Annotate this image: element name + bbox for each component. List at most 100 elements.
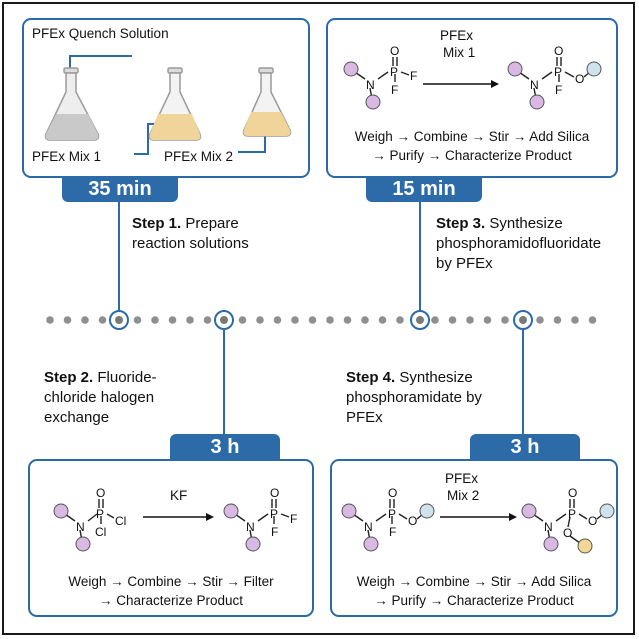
workflow-panel2-line2: → Purify → Characterize Product [372, 148, 572, 163]
atom-O-6c: O [563, 526, 572, 540]
label-pfex-mix-2: PFEx Mix 2 [164, 149, 234, 164]
timeline-dot [168, 316, 177, 324]
flask-mix1-icon [148, 67, 202, 141]
timeline-dot [81, 316, 89, 324]
step2-desc-b: chloride halogen [44, 389, 155, 406]
timeline-dot [256, 316, 264, 324]
timeline-dot [448, 316, 457, 324]
atom-O-4: O [270, 486, 279, 500]
step2-desc-c: exchange [44, 409, 110, 426]
atom-O-2: O [554, 44, 563, 58]
atom-Cl-3a: Cl [115, 514, 126, 528]
arrow-label-kf: KF [170, 488, 188, 503]
atom-P-2: P [554, 65, 562, 79]
step3-desc-a: Synthesize [489, 215, 563, 232]
atom-N-3: N [76, 520, 85, 534]
step1-desc-b: reaction solutions [132, 235, 249, 252]
timeline-dot [431, 316, 439, 324]
timeline-dot [98, 316, 107, 324]
timeline-dot [553, 316, 562, 324]
label-pfex-mix-1: PFEx Mix 1 [32, 149, 102, 164]
atom-O-5b: O [408, 514, 417, 528]
timeline-dot [186, 316, 194, 324]
timeline-dot [238, 316, 247, 324]
step3-desc-c: by PFEx [436, 255, 493, 272]
time-tab-35-min: 35 min [62, 176, 178, 202]
workflow-panel4-line2: → Purify → Characterize Product [374, 593, 574, 608]
label-quench-solution: PFEx Quench Solution [32, 26, 169, 41]
timeline-dots [46, 316, 597, 324]
timeline-dot [378, 316, 387, 324]
timeline-dot [203, 316, 212, 324]
structure-panel2-reactant [351, 57, 410, 100]
step4-desc-c: PFEx [346, 409, 383, 426]
time-tab-3h-left: 3 h [170, 434, 280, 460]
workflow-panel2-line1: Weigh → Combine → Stir → Add Silica [354, 129, 590, 144]
timeline-dot [46, 316, 54, 324]
atom-P-1: P [390, 65, 398, 79]
timeline-dot [483, 316, 492, 324]
atom-O-5: O [388, 486, 397, 500]
time-tab-15-min: 15 min [366, 176, 482, 202]
timeline-dot [571, 316, 579, 324]
step4-number: Step 4. [346, 369, 396, 386]
atom-P-6: P [568, 507, 576, 521]
step3-number: Step 3. [436, 215, 486, 232]
atom-O-6: O [568, 486, 577, 500]
workflow-panel3-line2: → Characterize Product [98, 593, 244, 608]
workflow-panel4-line1: Weigh → Combine → Stir → Add Silica [356, 574, 592, 589]
atom-N-1: N [366, 78, 375, 92]
timeline-dot [536, 316, 544, 324]
timeline-dot [588, 316, 597, 324]
atom-P-4: P [270, 507, 278, 521]
flask-quench-icon [44, 67, 100, 141]
atom-O-6b: O [588, 514, 597, 528]
atom-F-2: F [555, 83, 562, 97]
step2-desc-a: Fluoride- [97, 369, 157, 386]
step1-desc-a: Prepare [185, 215, 239, 232]
atom-O-2b: O [575, 72, 584, 86]
atom-F-1a: F [410, 69, 417, 83]
timeline-dot [326, 316, 334, 324]
atom-O-3: O [96, 486, 105, 500]
atom-N-6: N [544, 520, 553, 534]
time-tab-3h-right: 3 h [470, 434, 580, 460]
arrow-label-pfex: PFEx [440, 28, 474, 43]
atom-F-4b: F [271, 525, 278, 539]
flask-mix2-icon [242, 67, 292, 137]
panel-pfex-mix2-reaction [330, 459, 618, 617]
arrow-label-pfex-2: PFEx [445, 471, 479, 486]
panel-kf-exchange [28, 459, 314, 617]
step4-text: Step 4. Synthesize phosphoramidate by PF… [346, 368, 482, 428]
atom-F-5: F [389, 525, 396, 539]
timeline-dot [273, 316, 282, 324]
arrow-label-mix1: Mix 1 [443, 45, 476, 60]
timeline-dot [343, 316, 352, 324]
timeline-dot [396, 316, 404, 324]
workflow-panel3-line1: Weigh → Combine → Stir → Filter [68, 574, 274, 589]
atom-F-1b: F [391, 83, 398, 97]
step2-text: Step 2. Fluoride- chloride halogen excha… [44, 368, 157, 428]
structure-panel3-product [231, 499, 290, 542]
timeline-dot [361, 316, 369, 324]
timeline-dot [308, 316, 317, 324]
timeline-dot [501, 316, 509, 324]
arrow-label-mix2: Mix 2 [447, 488, 480, 503]
step2-number: Step 2. [44, 369, 94, 386]
leader-quench [69, 55, 132, 70]
timeline-dot [466, 316, 474, 324]
atom-N-5: N [364, 520, 373, 534]
step1-text: Step 1. Prepare reaction solutions [132, 214, 249, 254]
step4-desc-b: phosphoramidate by [346, 389, 482, 406]
timeline-dot [151, 316, 159, 324]
timeline-dot [133, 316, 142, 324]
atom-N-4: N [246, 520, 255, 534]
atom-O-1: O [390, 44, 399, 58]
atom-N-2: N [530, 78, 539, 92]
timeline-dot [63, 316, 72, 324]
atom-Cl-3b: Cl [95, 525, 106, 539]
step3-text: Step 3. Synthesize phosphoramidofluorida… [436, 214, 601, 274]
step1-number: Step 1. [132, 215, 182, 232]
